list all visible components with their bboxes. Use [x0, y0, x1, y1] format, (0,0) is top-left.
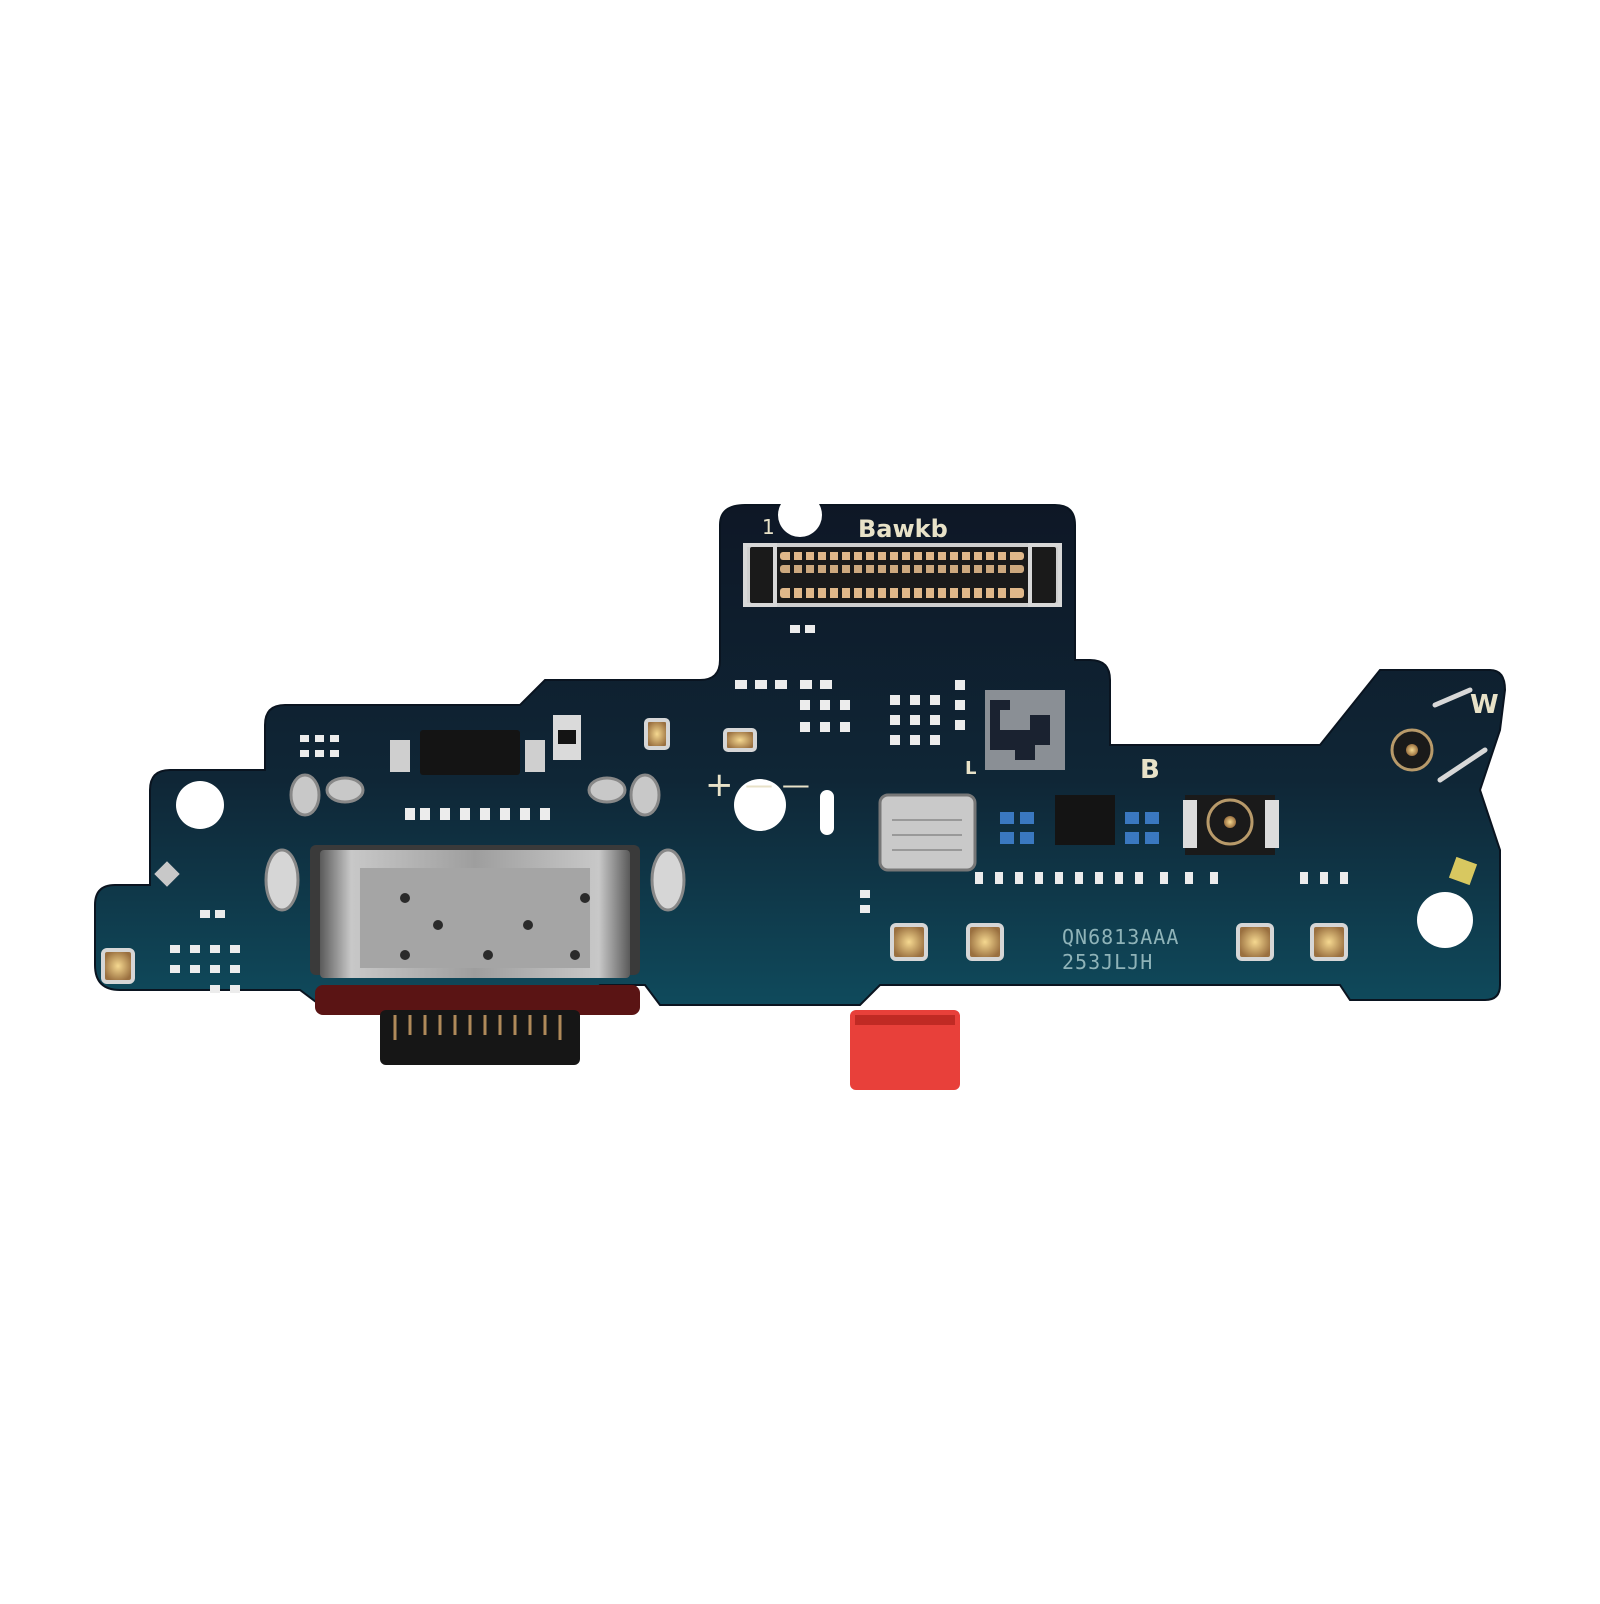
mounting-hole [1417, 892, 1473, 948]
pin1-marker: 1 [762, 515, 775, 539]
antenna-w-label: W [1470, 690, 1499, 720]
mounting-hole [176, 781, 224, 829]
plus-marker: + [705, 765, 734, 805]
board-to-board-connector [743, 543, 1062, 607]
red-tab [850, 1010, 960, 1090]
ic-chip [420, 730, 520, 775]
test-pads [101, 718, 1348, 984]
minus-marker: — — [745, 768, 810, 801]
coax-connector-w [1390, 687, 1488, 783]
metal-shield [878, 793, 977, 872]
part-marking-line1: QN6813AAA [1062, 925, 1180, 949]
part-marking-line2: 253JLJH [1062, 950, 1154, 974]
connector-label: Bawkb [858, 515, 948, 543]
usb-c-port [310, 845, 640, 1065]
marker-b: B [1140, 755, 1160, 785]
ic-chip-small [1055, 795, 1115, 845]
marker-l: L [965, 758, 977, 779]
notch-hole [778, 493, 822, 537]
coax-connector [1183, 795, 1279, 855]
mounting-hole [734, 779, 786, 831]
